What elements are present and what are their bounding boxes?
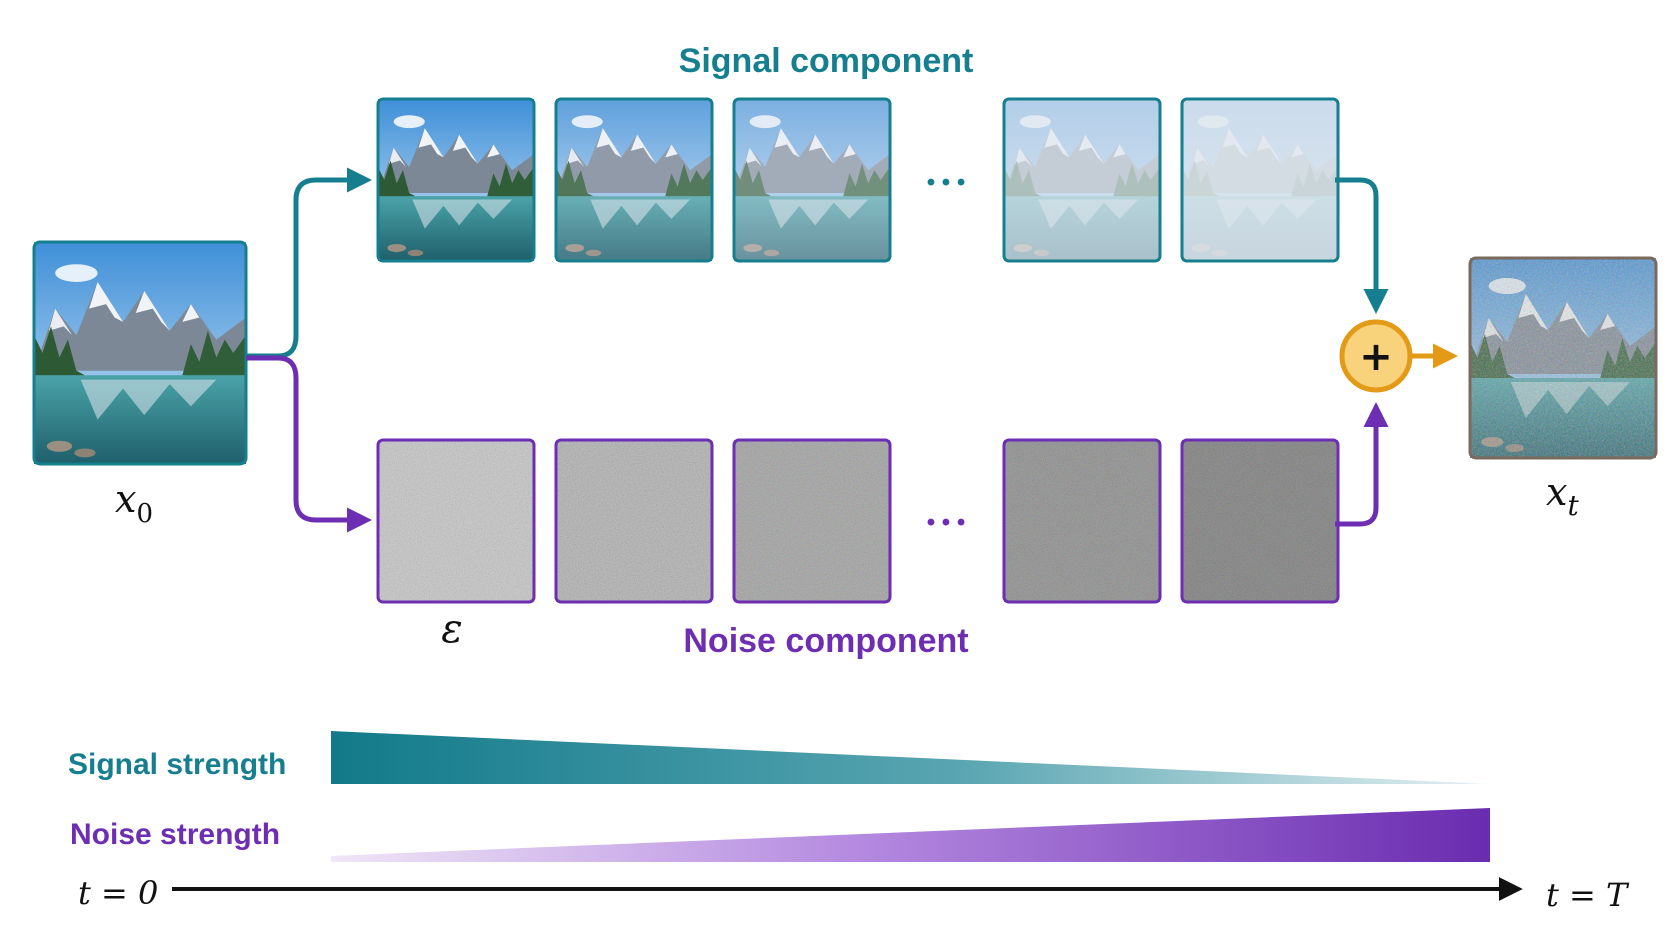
signal-image-2 — [554, 97, 714, 263]
input-image-x0 — [32, 240, 248, 466]
output-image-xt — [1468, 256, 1658, 460]
plus-circle-icon: + — [1339, 319, 1413, 393]
noise-branch-arrow — [246, 355, 372, 533]
signal-component-title: Signal component — [679, 42, 974, 80]
noise-component-title: Noise component — [683, 622, 968, 660]
noise-image-5 — [1180, 438, 1340, 604]
signal-ellipsis: • • • — [927, 169, 966, 196]
noise-ellipsis: • • • — [927, 509, 966, 536]
plus-sign: + — [1359, 334, 1393, 380]
signal-strength-label: Signal strength — [68, 748, 286, 781]
epsilon-label: ε — [441, 606, 462, 652]
noise-strength-bar — [331, 808, 1490, 862]
signal-image-3 — [732, 97, 892, 263]
t-start-label: t = 0 — [78, 874, 158, 912]
signal-image-1 — [376, 97, 536, 263]
signal-strength-bar — [331, 731, 1490, 784]
noise-to-sum-arrow — [1335, 402, 1389, 527]
signal-image-4 — [1002, 97, 1162, 263]
x0-label: x0 — [115, 477, 153, 529]
noise-image-3 — [732, 438, 892, 604]
t-end-label: t = T — [1546, 876, 1630, 914]
signal-to-sum-arrow — [1335, 177, 1389, 314]
signal-branch-arrow — [246, 167, 372, 359]
xt-label: xt — [1546, 470, 1579, 522]
noise-image-row — [376, 438, 1340, 604]
noise-image-2 — [554, 438, 714, 604]
noise-image-1 — [376, 438, 536, 604]
noise-image-4 — [1002, 438, 1162, 604]
noise-strength-label: Noise strength — [70, 818, 280, 851]
signal-image-5 — [1180, 97, 1340, 263]
signal-image-row — [376, 97, 1340, 263]
